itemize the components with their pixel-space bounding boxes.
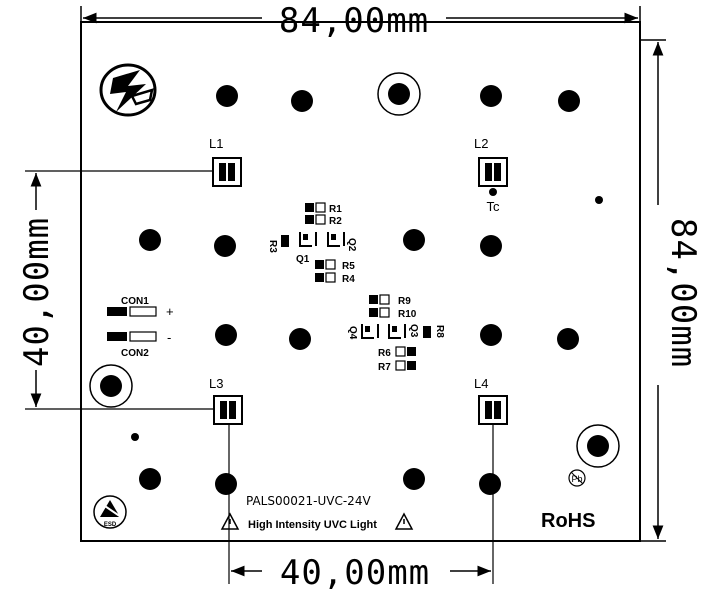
dim-right-label: 84,00mm bbox=[663, 218, 703, 368]
svg-text:Pb: Pb bbox=[571, 474, 582, 484]
pad bbox=[403, 468, 425, 490]
resistor-r10: R10 bbox=[398, 309, 417, 320]
pad bbox=[558, 90, 580, 112]
svg-text:ESD: ESD bbox=[104, 522, 117, 528]
plus-label: + bbox=[166, 304, 174, 319]
pad bbox=[289, 328, 311, 350]
transistor-q1: Q1 bbox=[296, 254, 310, 265]
svg-text:L4: L4 bbox=[474, 376, 488, 391]
pad bbox=[480, 324, 502, 346]
connector-con2: - CON2 bbox=[107, 330, 171, 359]
resistor-r8: R8 bbox=[434, 325, 445, 338]
resistor-r9: R9 bbox=[398, 296, 411, 307]
dim-bottom-label: 40,00mm bbox=[280, 553, 430, 593]
resistor-r6: R6 bbox=[378, 348, 391, 359]
connector-con1: CON1 + bbox=[107, 296, 174, 319]
svg-text:L2: L2 bbox=[474, 136, 488, 151]
svg-text:L1: L1 bbox=[209, 136, 223, 151]
thermal-point bbox=[489, 188, 497, 196]
pad bbox=[557, 328, 579, 350]
pad bbox=[291, 90, 313, 112]
transistor-q2: Q2 bbox=[346, 238, 357, 252]
resistor-r7: R7 bbox=[378, 362, 391, 373]
warning-icon bbox=[394, 512, 414, 530]
pad bbox=[139, 468, 161, 490]
component-cluster-lower: R9 R10 Q4 Q3 R8 R6 R7 bbox=[347, 294, 445, 373]
pad bbox=[139, 229, 161, 251]
transistor-q3: Q3 bbox=[408, 324, 419, 338]
dimension-right: 84,00mm bbox=[640, 39, 703, 542]
mounting-hole bbox=[576, 424, 620, 468]
warning-line: High Intensity UVC Light bbox=[220, 512, 414, 531]
pad bbox=[403, 229, 425, 251]
resistor-r4: R4 bbox=[342, 274, 355, 285]
svg-text:CON2: CON2 bbox=[121, 348, 149, 359]
resistor-r3: R3 bbox=[267, 240, 278, 253]
resistor-r2: R2 bbox=[329, 216, 342, 227]
resistor-r5: R5 bbox=[342, 261, 355, 272]
resistor-r1: R1 bbox=[329, 204, 342, 215]
component-cluster-upper: R1 R2 R3 Q2 Q1 R5 R4 bbox=[267, 202, 357, 285]
pad bbox=[215, 473, 237, 495]
warning-icon bbox=[220, 512, 240, 530]
pad bbox=[480, 85, 502, 107]
svg-text:L3: L3 bbox=[209, 376, 223, 391]
pad bbox=[216, 85, 238, 107]
dimension-bottom: 40,00mm bbox=[228, 417, 494, 593]
pad bbox=[479, 473, 501, 495]
pad bbox=[480, 235, 502, 257]
led-l2: L2 Tc bbox=[474, 136, 508, 214]
pad-grid bbox=[131, 85, 603, 495]
minus-label: - bbox=[167, 330, 171, 345]
mounting-holes bbox=[89, 72, 620, 468]
mounting-hole bbox=[89, 364, 133, 408]
mounting-hole bbox=[377, 72, 421, 116]
esd-symbol: ESD bbox=[93, 495, 127, 529]
dimension-left: 40,00mm bbox=[17, 170, 216, 410]
pb-free-symbol: Pb bbox=[568, 469, 586, 487]
dimension-top: 84,00mm bbox=[80, 1, 641, 41]
fiducial bbox=[595, 196, 603, 204]
brand-logo bbox=[99, 63, 157, 117]
warning-text: High Intensity UVC Light bbox=[248, 519, 377, 531]
led-l3: L3 bbox=[209, 376, 243, 425]
thermal-label: Tc bbox=[487, 199, 501, 214]
fiducial bbox=[131, 433, 139, 441]
pad bbox=[214, 235, 236, 257]
dim-left-label: 40,00mm bbox=[17, 217, 57, 367]
pad bbox=[215, 324, 237, 346]
rohs-mark: RoHS bbox=[541, 510, 595, 532]
board-outline bbox=[80, 21, 641, 542]
led-l1: L1 bbox=[209, 136, 242, 187]
svg-text:CON1: CON1 bbox=[121, 296, 149, 307]
led-l4: L4 bbox=[474, 376, 508, 425]
part-number: PALS00021-UVC-24V bbox=[246, 494, 371, 508]
dim-top-label: 84,00mm bbox=[279, 1, 429, 41]
transistor-q4: Q4 bbox=[347, 326, 358, 340]
